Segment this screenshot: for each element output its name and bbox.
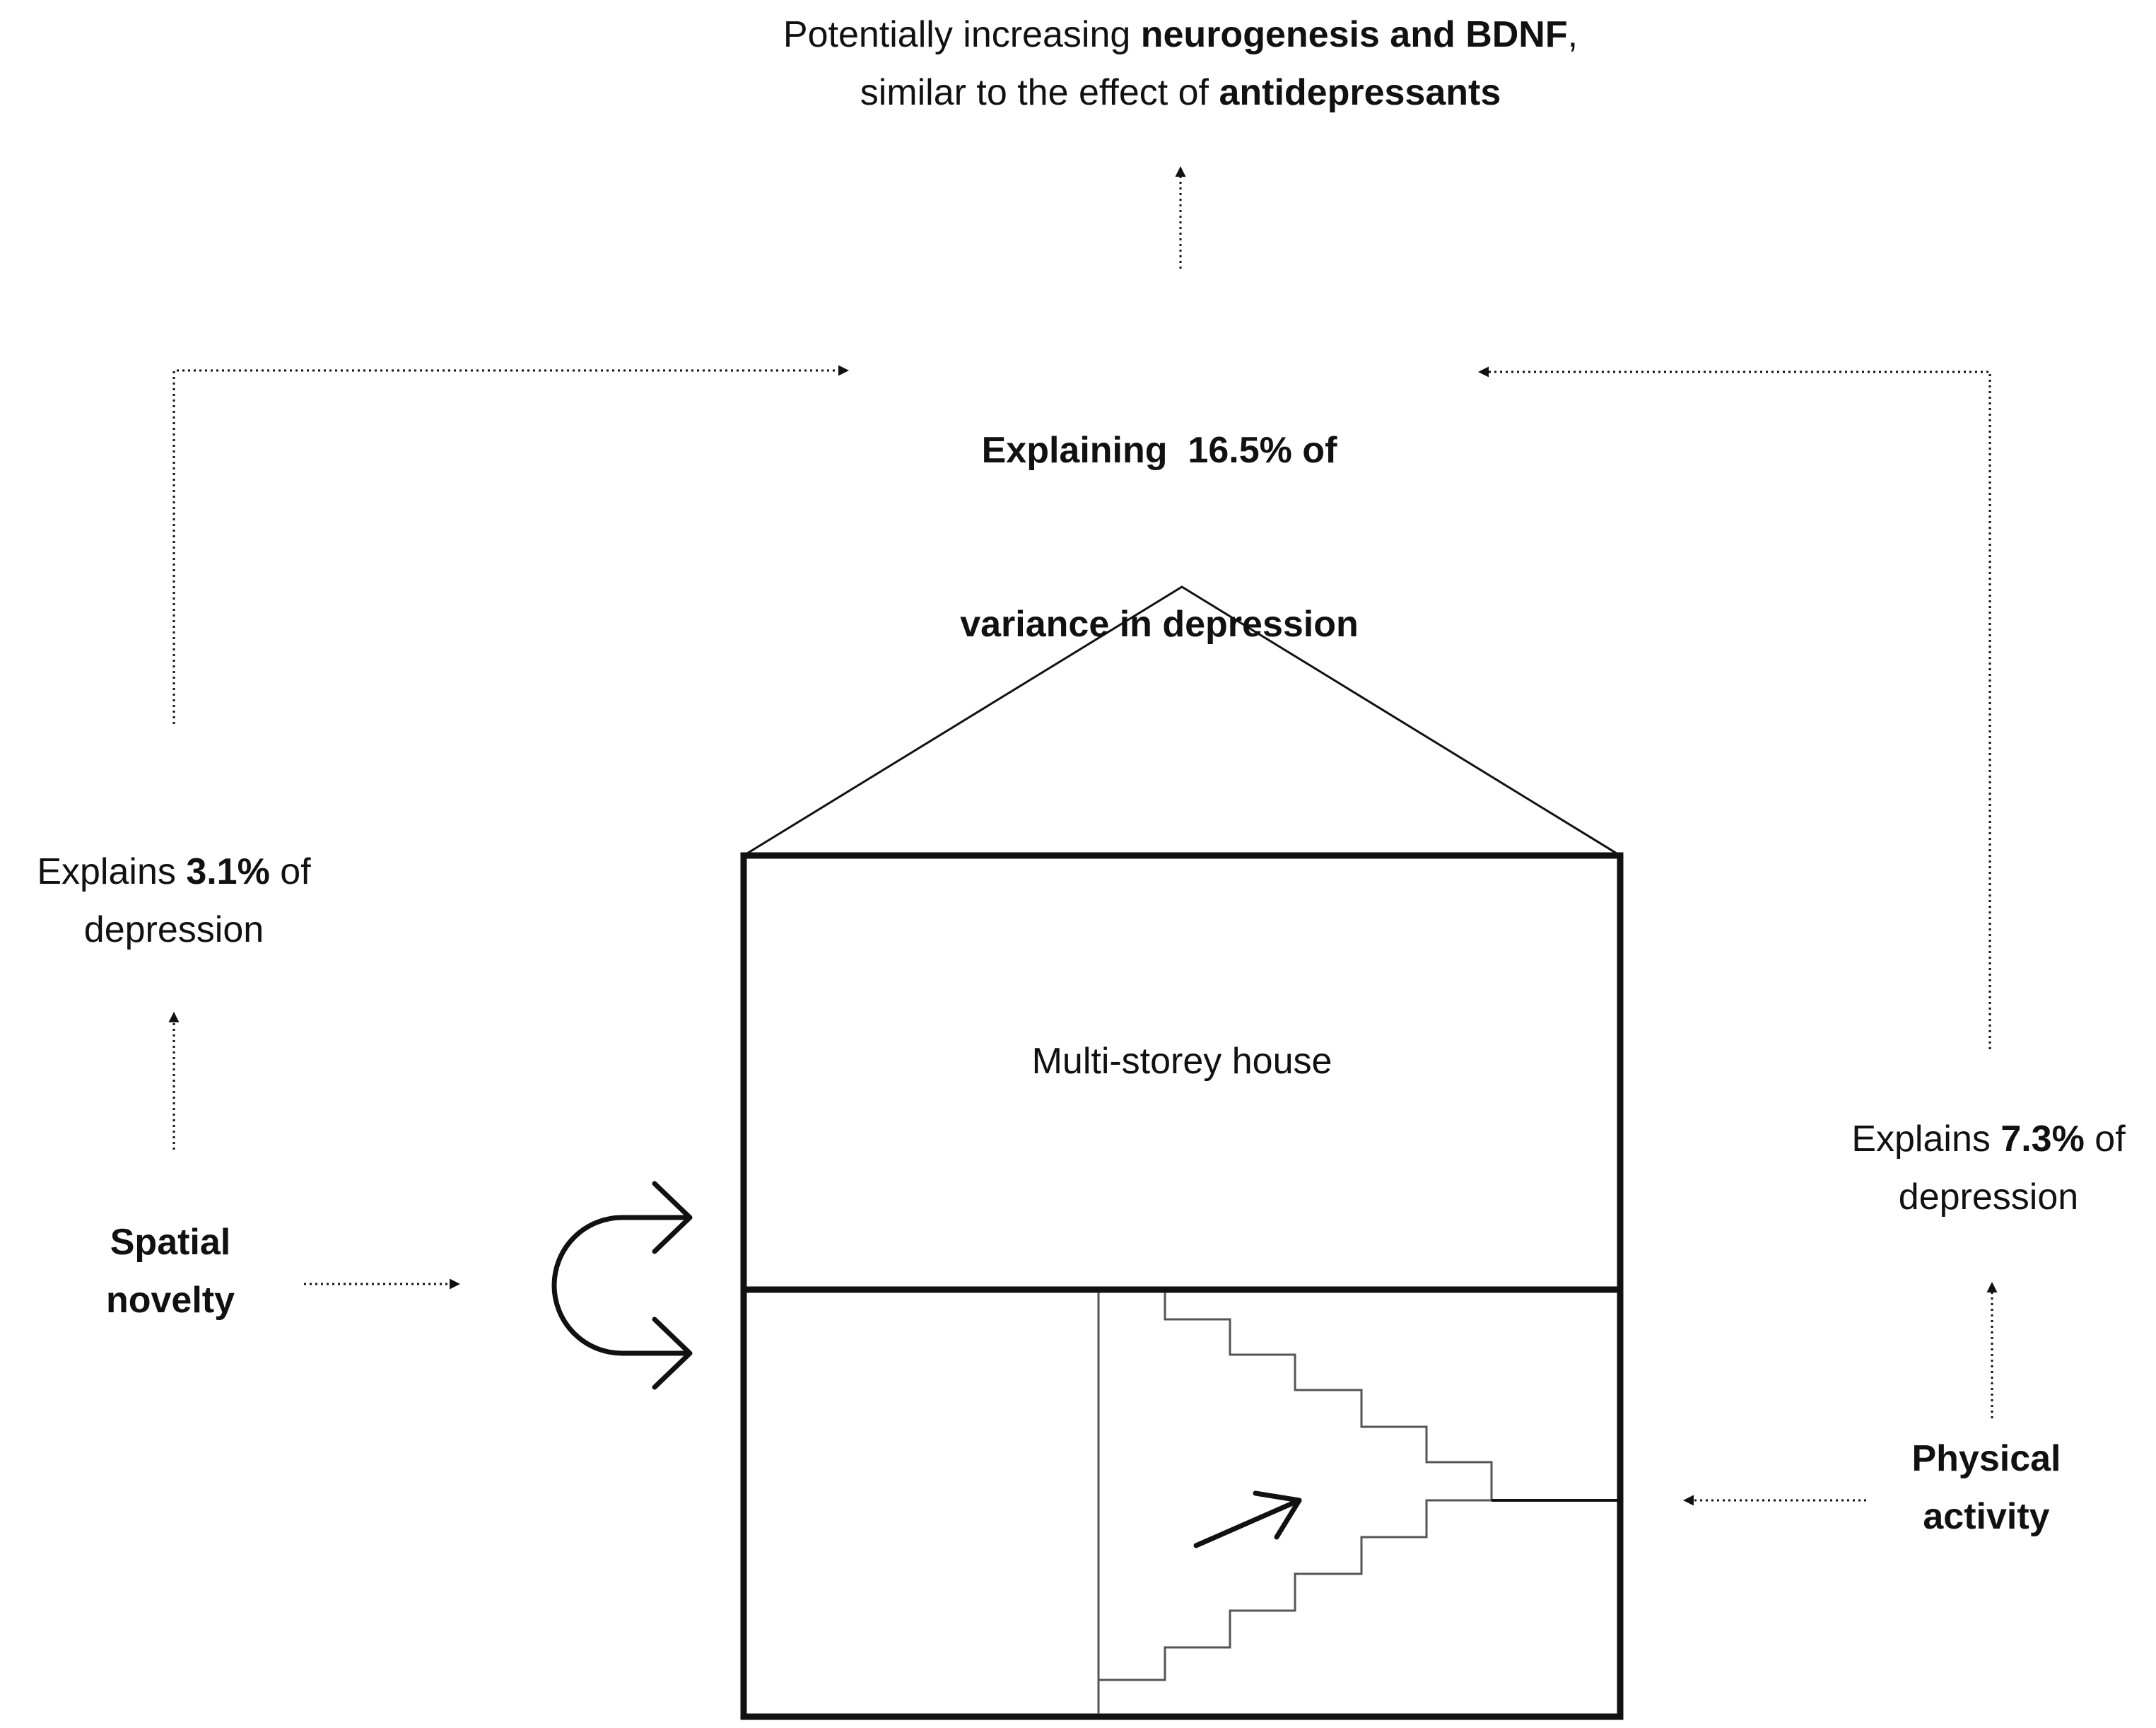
top-text-line2: similar to the effect of antidepressants xyxy=(860,72,1501,113)
house-roof xyxy=(743,585,1621,857)
stair-direction-arrow xyxy=(1193,1490,1302,1548)
spatial-novelty-label: Spatial novelty xyxy=(54,1213,287,1329)
center-text-line1: Explaining 16.5% of xyxy=(981,430,1337,471)
staircase-upper-flight xyxy=(1164,1292,1493,1500)
physical-activity-line2: activity xyxy=(1923,1496,2050,1537)
top-text: Potentially increasing neurogenesis and … xyxy=(721,6,1640,122)
physical-activity-label: Physical activity xyxy=(1866,1430,2107,1546)
top-text-line1: Potentially increasing neurogenesis and … xyxy=(783,14,1578,55)
connector-left-to-center xyxy=(172,365,849,724)
spatial-novelty-line1: Spatial xyxy=(110,1222,231,1263)
house-body xyxy=(740,852,1624,1720)
right-explains-text: Explains 7.3% of depression xyxy=(1821,1110,2156,1226)
right-explains-line1: Explains 7.3% of xyxy=(1851,1119,2126,1160)
house-label: Multi-storey house xyxy=(1031,1041,1332,1082)
spatial-novelty-line2: novelty xyxy=(105,1280,235,1321)
left-explains-text: Explains 3.1% of depression xyxy=(0,843,348,959)
left-explains-line2: depression xyxy=(83,909,264,950)
staircase-lower-flight xyxy=(1098,1499,1492,1681)
physical-activity-line1: Physical xyxy=(1911,1438,2061,1479)
center-text-line2: variance in depression xyxy=(960,604,1359,645)
connector-right-to-center xyxy=(1478,366,1991,1049)
right-explains-line2: depression xyxy=(1898,1177,2079,1218)
center-text: Explaining 16.5% of variance in depressi… xyxy=(877,305,1442,769)
u-turn-arrow-icon xyxy=(551,1181,693,1390)
left-explains-line1: Explains 3.1% of xyxy=(37,851,311,892)
